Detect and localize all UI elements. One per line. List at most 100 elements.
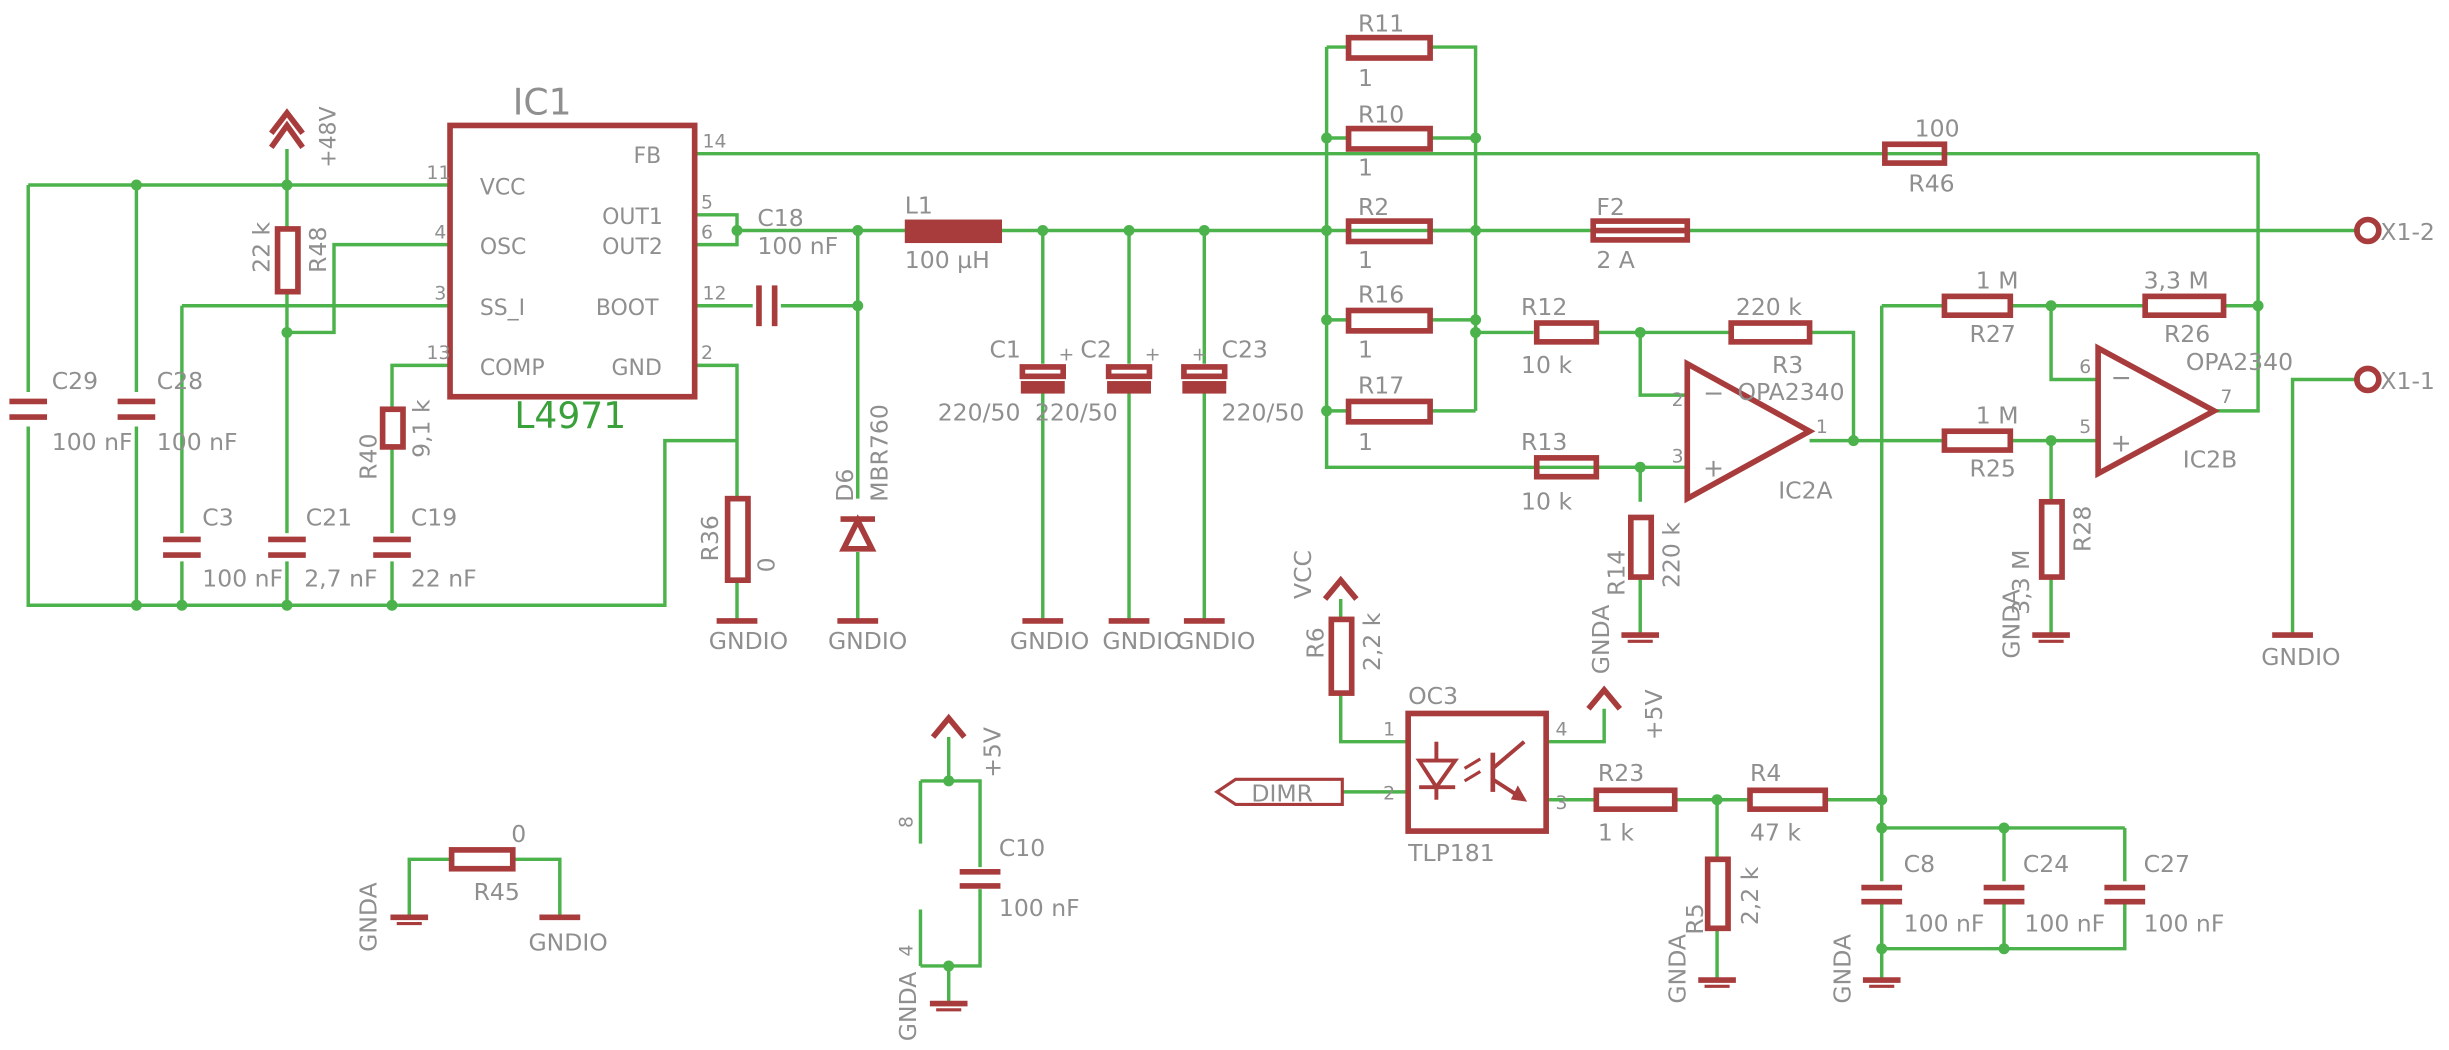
- r46-value: 100: [1915, 114, 1960, 142]
- r3-value: 220 k: [1736, 293, 1802, 321]
- ic2a-pin: 1: [1816, 417, 1828, 438]
- ic1-pin-comp: COMP: [480, 356, 545, 381]
- supply-5v-c10: +5V: [930, 713, 1006, 778]
- capacitor-c28: C28 100 nF: [117, 367, 238, 456]
- resistor-r14: R14 220 k: [1603, 514, 1685, 596]
- c3-name: C3: [202, 503, 233, 531]
- r25-name: R25: [1970, 455, 2016, 483]
- capacitor-c23: + C23 220/50: [1181, 336, 1304, 426]
- c23-name: C23: [1222, 336, 1268, 364]
- gndio-label: GNDIO: [2261, 643, 2340, 671]
- ic1-pin-num: 12: [703, 284, 727, 305]
- c10-name: C10: [999, 834, 1045, 862]
- r14-value: 220 k: [1657, 522, 1685, 588]
- c29-value: 100 nF: [52, 428, 133, 456]
- supply-5v-oc: +5V: [1586, 685, 1668, 740]
- ic1-pin-num: 3: [434, 284, 446, 305]
- r6-value: 2,2 k: [1358, 612, 1386, 671]
- r6-name: R6: [1301, 627, 1329, 658]
- gnd-c2: GNDIO: [1102, 618, 1182, 655]
- gnda-label: GNDA: [1587, 605, 1615, 675]
- r13-value: 10 k: [1521, 488, 1572, 516]
- resistor-r25: 1 M R25: [1941, 401, 2019, 483]
- c1-name: C1: [989, 336, 1020, 364]
- c24-name: C24: [2023, 850, 2069, 878]
- capacitor-c24: C24 100 nF: [1983, 850, 2105, 937]
- c21-name: C21: [306, 503, 352, 531]
- r13-name: R13: [1521, 428, 1567, 456]
- capacitor-c27: C27 100 nF: [2104, 850, 2224, 937]
- gnd-c1: GNDIO: [1010, 618, 1089, 655]
- ic2a-name: IC2A: [1778, 477, 1832, 505]
- r11-name: R11: [1358, 9, 1404, 37]
- ic1-pin-osc: OSC: [480, 235, 527, 260]
- r40-value: 9,1 k: [408, 399, 436, 458]
- ic1-value: L4971: [514, 395, 626, 437]
- ic1-pin-boot: BOOT: [596, 296, 659, 321]
- minus-icon: −: [1703, 378, 1724, 407]
- gnda-r28: GNDA: [1998, 589, 2070, 659]
- oc3-value: TLP181: [1407, 839, 1495, 867]
- optocoupler-oc3: 1 2 3 4 OC3 TLP181: [1383, 682, 1567, 867]
- junctions: [130, 132, 2264, 972]
- c29-name: C29: [52, 367, 98, 395]
- r40-name: R40: [354, 434, 382, 480]
- r12-value: 10 k: [1521, 351, 1572, 379]
- resistor-r5: R5 2,2 k: [1681, 856, 1764, 935]
- wires: [26, 45, 2360, 1004]
- opamp-ic2b: − + 6 5 7 OPA2340 IC2B: [2079, 343, 2293, 479]
- net-vcc-label: VCC: [1289, 550, 1317, 599]
- ic2b-pin: 5: [2079, 417, 2091, 438]
- ic2b-name: IC2B: [2183, 445, 2237, 473]
- r17-value: 1: [1358, 428, 1373, 456]
- gnda-label: GNDA: [354, 882, 382, 952]
- plus-icon: +: [2111, 429, 2132, 458]
- r10-name: R10: [1358, 100, 1404, 128]
- r2-value: 1: [1358, 246, 1373, 274]
- ic1-pin-vcc: VCC: [480, 175, 526, 200]
- net-label-dimr: DIMR: [1214, 777, 1344, 807]
- x1-2-label: X1-2: [2380, 218, 2435, 246]
- gndio-label: GNDIO: [1176, 627, 1255, 655]
- gndio-label: GNDIO: [1102, 627, 1181, 655]
- r46-name: R46: [1908, 169, 1954, 197]
- resistor-r48: 22 k R48: [248, 221, 332, 295]
- gnd-r36: GNDIO: [709, 618, 788, 655]
- ic2a-value: OPA2340: [1737, 378, 1844, 406]
- r36-value: 0: [753, 557, 781, 572]
- c1-value: 220/50: [938, 398, 1021, 426]
- net-48v-label: +48V: [317, 106, 342, 167]
- ic1-pin-fb: FB: [634, 144, 662, 169]
- ic1-pin-num: 11: [427, 163, 451, 184]
- resistor-r36: R36 0: [696, 495, 781, 584]
- resistor-r45: 0 R45: [448, 820, 526, 906]
- ic1-l4971: IC1 L4971 VCC OSC SS_I COMP 11 4 3 13 FB…: [427, 81, 727, 437]
- oc3-pin: 3: [1556, 793, 1568, 814]
- ground-symbols: GNDIO GNDIO GNDIO GNDIO GNDIO GNDIO GNDI…: [354, 589, 2340, 1041]
- r23-value: 1 k: [1598, 819, 1634, 847]
- r26-value: 3,3 M: [2144, 267, 2209, 295]
- oc3-pin: 2: [1383, 784, 1395, 805]
- ic1-pin-ss: SS_I: [480, 296, 525, 321]
- ic1-pin-num: 13: [427, 343, 451, 364]
- c27-name: C27: [2144, 850, 2190, 878]
- resistor-r17: R17 1: [1345, 372, 1433, 456]
- resistor-r2: R2 1: [1345, 193, 1433, 274]
- resistor-r6: R6 2,2 k: [1301, 612, 1386, 696]
- r2-name: R2: [1358, 193, 1389, 221]
- r26-name: R26: [2164, 320, 2210, 348]
- resistor-r23: R23 1 k: [1593, 759, 1678, 847]
- r12-name: R12: [1521, 293, 1567, 321]
- r45-name: R45: [474, 878, 520, 906]
- oc3-pin: 1: [1383, 719, 1395, 740]
- c10-pin: 4: [897, 945, 918, 957]
- ic1-pin-num: 2: [701, 343, 713, 364]
- r45-value: 0: [511, 820, 526, 848]
- ic1-pin-out2: OUT2: [602, 235, 663, 260]
- gnd-r45-right: GNDIO: [528, 914, 608, 956]
- resistor-r28: 3,3 M R28: [2007, 498, 2096, 615]
- gnda-r14: GNDA: [1587, 605, 1660, 675]
- r25-value: 1 M: [1976, 401, 2019, 429]
- oc3-pin: 4: [1556, 719, 1568, 740]
